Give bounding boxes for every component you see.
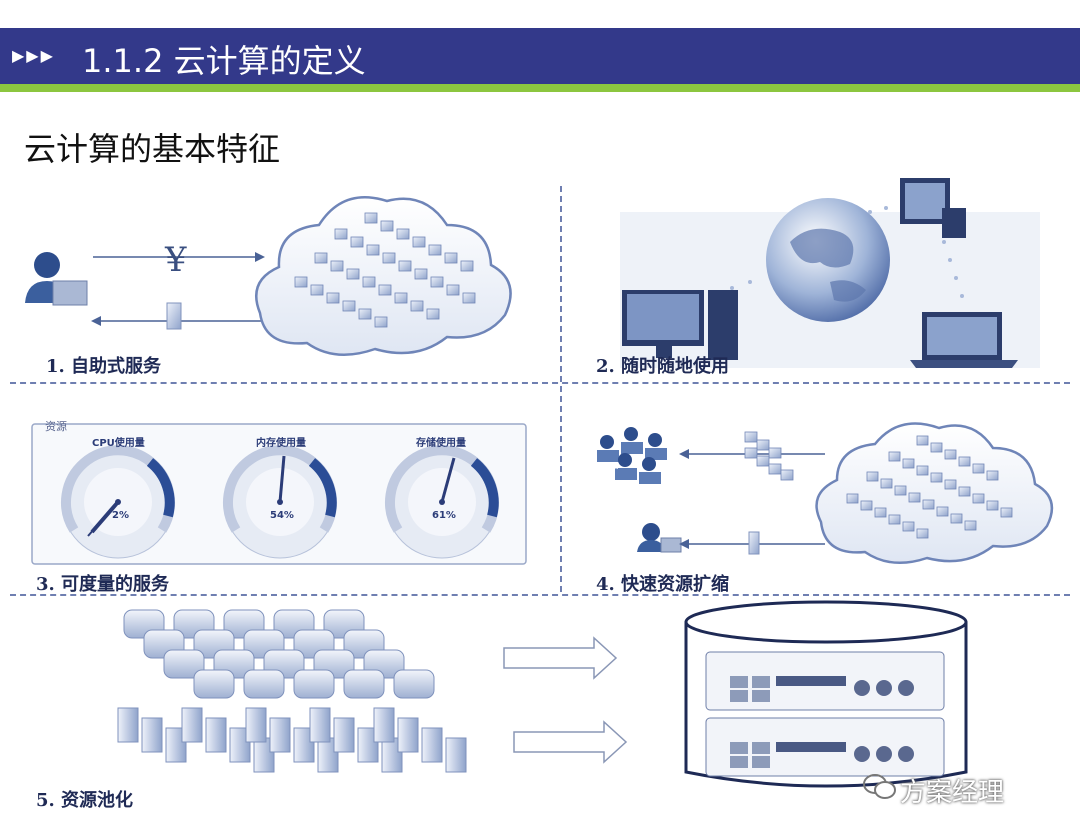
- laptop-icon: [910, 312, 1018, 368]
- slide-header: ▶▶▶ 1.1.2 云计算的定义: [0, 28, 1080, 84]
- divider-vertical: [560, 186, 562, 592]
- rapid-elasticity-illustration: 用户: [597, 422, 1054, 564]
- gauge-title-storage: 存储使用量: [416, 438, 466, 449]
- header-accent-bar: [0, 84, 1080, 92]
- bullet-arrows-icon: ▶▶▶: [12, 46, 55, 65]
- divider-horizontal-1: [10, 382, 1070, 384]
- storage-disk-stack-icon: [123, 609, 435, 699]
- single-user-icon: [637, 523, 682, 553]
- panel-label-resource-pooling: 5. 资源池化: [36, 790, 134, 811]
- server-tower-stack-icon: [117, 707, 467, 773]
- tablet-icon: [900, 178, 966, 238]
- gauge-title-memory: 内存使用量: [256, 438, 306, 449]
- resource-pool-cylinder-icon: [684, 600, 968, 788]
- arrow-right-icon: [503, 636, 628, 764]
- self-service-illustration: ¥: [25, 196, 512, 356]
- divider-horizontal-2: [10, 594, 1070, 596]
- resource-section-tag: 资源: [45, 420, 67, 433]
- panel-label-anywhere-access: 2. 随时随地使用: [596, 356, 730, 377]
- currency-symbol: ¥: [164, 240, 187, 280]
- gauge-value-storage: 61%: [432, 510, 456, 521]
- panel-label-rapid-elasticity: 4. 快速资源扩缩: [596, 574, 730, 595]
- wechat-logo-icon: [863, 774, 896, 799]
- panel-label-measured-service: 3. 可度量的服务: [36, 574, 170, 595]
- gauge-value-cpu: 2%: [112, 510, 129, 521]
- user-group-icon: [597, 427, 667, 484]
- panel-label-self-service: 1. 自助式服务: [46, 356, 162, 377]
- anywhere-access-illustration: [620, 178, 1040, 368]
- resource-pooling-illustration: [117, 600, 968, 788]
- gauge-value-memory: 54%: [270, 510, 294, 521]
- slide-subtitle: 云计算的基本特征: [24, 130, 281, 168]
- slide-title: 1.1.2 云计算的定义: [82, 42, 366, 80]
- user-icon: [25, 252, 88, 306]
- gauge-title-cpu: CPU使用量: [92, 438, 145, 449]
- measured-service-gauges: [31, 423, 527, 565]
- desktop-computer-icon: [622, 290, 738, 360]
- user-tag: 用户: [603, 463, 619, 473]
- watermark-text: 方案经理: [900, 778, 1005, 808]
